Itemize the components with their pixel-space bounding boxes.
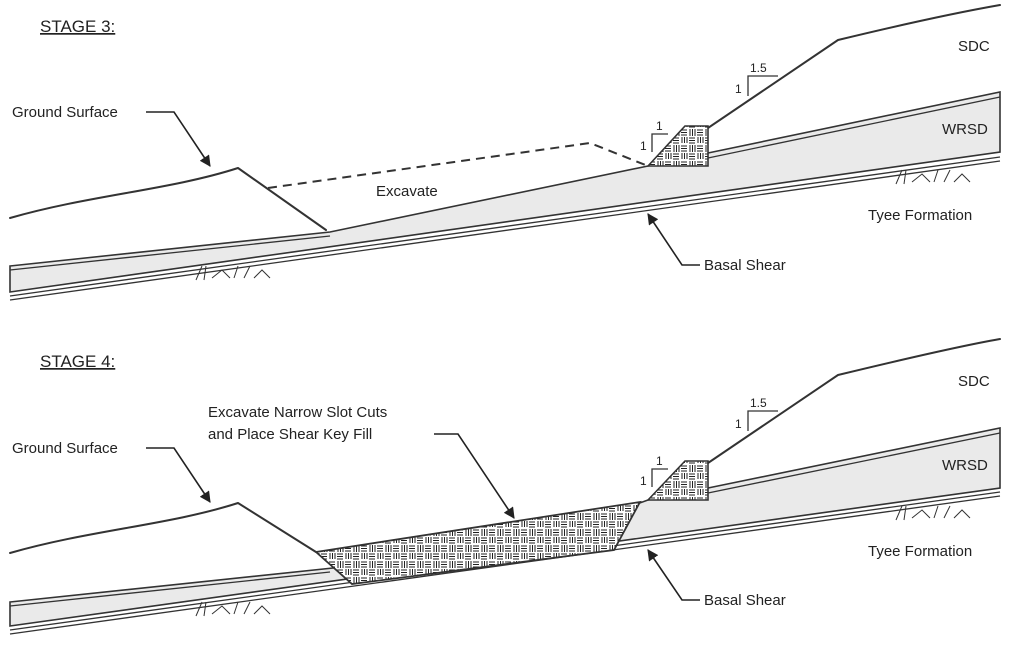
- stage-3-shear-key: [646, 125, 709, 167]
- stage-3-basal-shear-label: Basal Shear: [704, 257, 786, 274]
- stage-3-wrsd-inner-line: [9, 235, 331, 271]
- stage-4-slot-leader: [434, 433, 515, 519]
- stage-4-slot-label-line-1: Excavate Narrow Slot Cuts: [208, 404, 387, 421]
- stage-3-slope-symbol-upper: [747, 75, 778, 96]
- stage-4-wrsd-inner-line-2: [707, 432, 1001, 494]
- stage-3-wrsd-band: [9, 91, 1001, 293]
- stage-3-tyee-line-1: [9, 156, 1001, 297]
- stage-4-wrsd-label: WRSD: [942, 457, 988, 474]
- stage-4-slope-upper-h: 1.5: [750, 396, 767, 410]
- stage-4-slope-upper-v: 1: [735, 417, 742, 431]
- stage-4-slot-label-line-2: and Place Shear Key Fill: [208, 426, 372, 443]
- stage-4-small-shear-key: [646, 460, 709, 501]
- stage-3-slope-key-h: 1: [656, 119, 663, 133]
- stage-4-title: STAGE 4:: [40, 352, 115, 371]
- stage-3-sdc-label: SDC: [958, 38, 990, 55]
- stage-4-sdc-slope: [707, 338, 1001, 464]
- stage-3-slope-key-v: 1: [640, 139, 647, 153]
- stage-4-slope-symbol-upper: [747, 410, 778, 431]
- stage-3-bedrock-symbol-left: [195, 265, 271, 281]
- stage-3-ground-surface-label: Ground Surface: [12, 104, 118, 121]
- stage-4-basal-shear-leader: [647, 549, 700, 601]
- stage-3-tyee-line-2: [9, 160, 1001, 301]
- stage-4-slope-key-h: 1: [656, 454, 663, 468]
- stage-3-wrsd-inner-line-2: [707, 96, 1001, 159]
- stage-3-original-ground-dashed: [267, 141, 649, 189]
- stage-4-ground-surface-leader: [146, 447, 211, 503]
- stage-4-ground-profile: [9, 502, 317, 554]
- stage-3-slope-symbol-key: [651, 133, 668, 152]
- stage-3-excavate-label: Excavate: [376, 183, 438, 200]
- stage-3-ground-surface-leader: [146, 111, 211, 167]
- stage-3-wrsd-label: WRSD: [942, 121, 988, 138]
- stage-4-bedrock-symbol-right: [895, 505, 971, 521]
- stage-4-slope-key-v: 1: [640, 474, 647, 488]
- stage-4-bedrock-symbol-left: [195, 601, 271, 617]
- stage-3-title: STAGE 3:: [40, 17, 115, 36]
- stage-4-ground-surface-label: Ground Surface: [12, 440, 118, 457]
- stage-3-tyee-label: Tyee Formation: [868, 207, 972, 224]
- stage-4-slope-symbol-key: [651, 468, 668, 487]
- stage-3-basal-shear-leader: [647, 213, 700, 266]
- stage-4-wrsd-inner-line: [9, 571, 331, 607]
- stage-3-ground-profile: [9, 167, 327, 231]
- stage-4-basal-shear-label: Basal Shear: [704, 592, 786, 609]
- stage-4-tyee-label: Tyee Formation: [868, 543, 972, 560]
- stage-3-slope-upper-v: 1: [735, 82, 742, 96]
- stage-3-bedrock-symbol-right: [895, 169, 971, 185]
- stage-4-shear-key-fill: [313, 500, 642, 585]
- stage-4-panel: STAGE 4: 1.5 1 1 1 Ground Surface: [9, 338, 1001, 635]
- stage-3-panel: STAGE 3: 1.5 1 1 1 Ground Surface: [9, 4, 1001, 301]
- stage-3-slope-upper-h: 1.5: [750, 61, 767, 75]
- stage-3-sdc-slope: [707, 4, 1001, 129]
- stage-4-sdc-label: SDC: [958, 373, 990, 390]
